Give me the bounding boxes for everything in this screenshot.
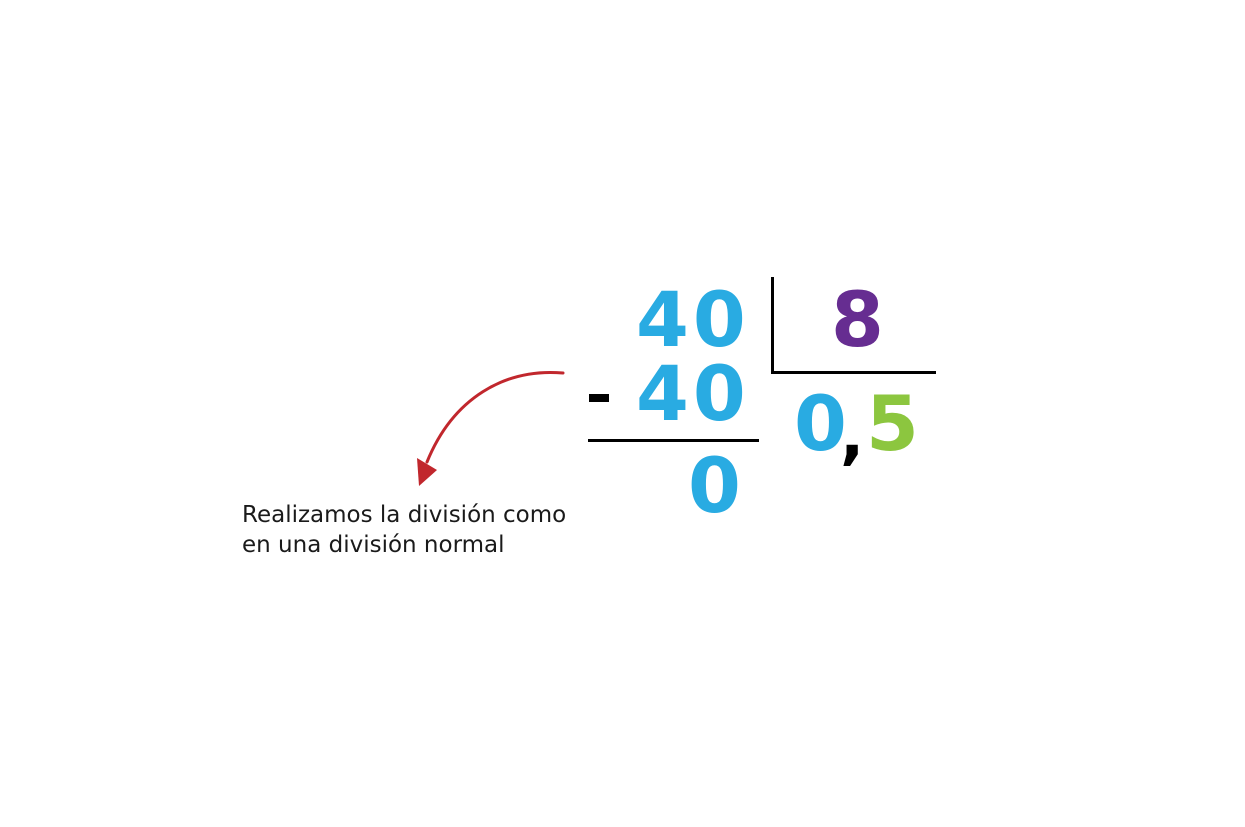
subtrahend: 40 bbox=[636, 349, 750, 438]
subtraction-line bbox=[588, 439, 759, 442]
note-line-1: Realizamos la división como bbox=[242, 502, 567, 528]
minus-sign bbox=[589, 394, 609, 402]
quotient-decimal: 5 bbox=[866, 379, 919, 468]
curved-arrow-icon bbox=[417, 370, 565, 486]
quotient-comma: , bbox=[840, 399, 865, 473]
note-line-2: en una división normal bbox=[242, 532, 505, 558]
division-bracket-horizontal bbox=[771, 371, 936, 374]
divisor: 8 bbox=[831, 275, 884, 364]
quotient-integer: 0 bbox=[794, 379, 847, 468]
remainder: 0 bbox=[688, 441, 741, 530]
dividend: 40 bbox=[636, 275, 750, 364]
division-bracket-vertical bbox=[771, 277, 774, 374]
explanation-note: Realizamos la división como en una divis… bbox=[242, 500, 566, 560]
